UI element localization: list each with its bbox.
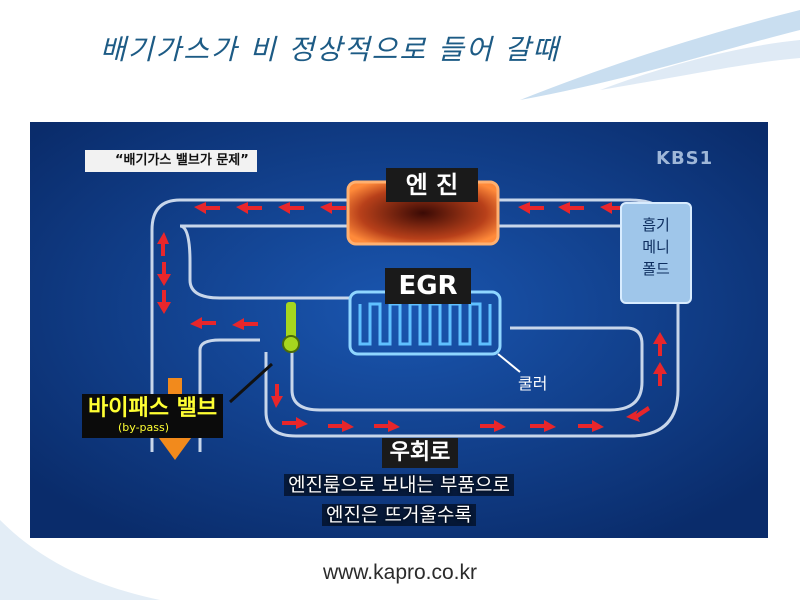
news-tag: “배기가스 밸브가 문제” bbox=[85, 150, 257, 172]
bypass-circuit-label: 우회로 bbox=[382, 438, 458, 468]
cooler-label: 쿨러 bbox=[518, 374, 548, 393]
bypass-valve-label-box: 바이패스 밸브 (by-pass) bbox=[82, 394, 224, 438]
flow-arrows bbox=[157, 202, 667, 432]
engine-label: 엔 진 bbox=[386, 168, 478, 202]
valve-pointer bbox=[228, 362, 274, 404]
bypass-valve-label: 바이패스 밸브 bbox=[88, 396, 218, 421]
caption-line-1-text: 엔진룸으로 보내는 부품으로 bbox=[284, 474, 514, 496]
bypass-sub-label: (by-pass) bbox=[118, 421, 170, 434]
caption-line-2: 엔진은 뜨거울수록 bbox=[30, 500, 768, 527]
broadcaster-logo: KBS1 bbox=[656, 148, 714, 169]
bypass-valve bbox=[282, 302, 300, 353]
caption-line-2-text: 엔진은 뜨거울수록 bbox=[322, 504, 476, 526]
intake-manifold-label-line3: 폴드 bbox=[642, 260, 670, 278]
intake-manifold-label-line2: 메니 bbox=[642, 238, 670, 256]
intake-manifold-label-line1: 흡기 bbox=[642, 216, 670, 234]
cooler-pointer bbox=[497, 353, 521, 373]
egr-label: EGR bbox=[385, 268, 471, 304]
caption-line-1: 엔진룸으로 보내는 부품으로 bbox=[30, 470, 768, 497]
intake-manifold-box: 흡기 메니 폴드 bbox=[620, 202, 692, 304]
footer-url: www.kapro.co.kr bbox=[322, 561, 478, 584]
video-frame: 9 “배기가스 밸브가 문제” KBS1 엔 진 EGR 흡기 메니 폴드 쿨러… bbox=[30, 122, 768, 538]
slide-title: 배기가스가 비 정상적으로 들어 갈때 bbox=[100, 33, 561, 66]
